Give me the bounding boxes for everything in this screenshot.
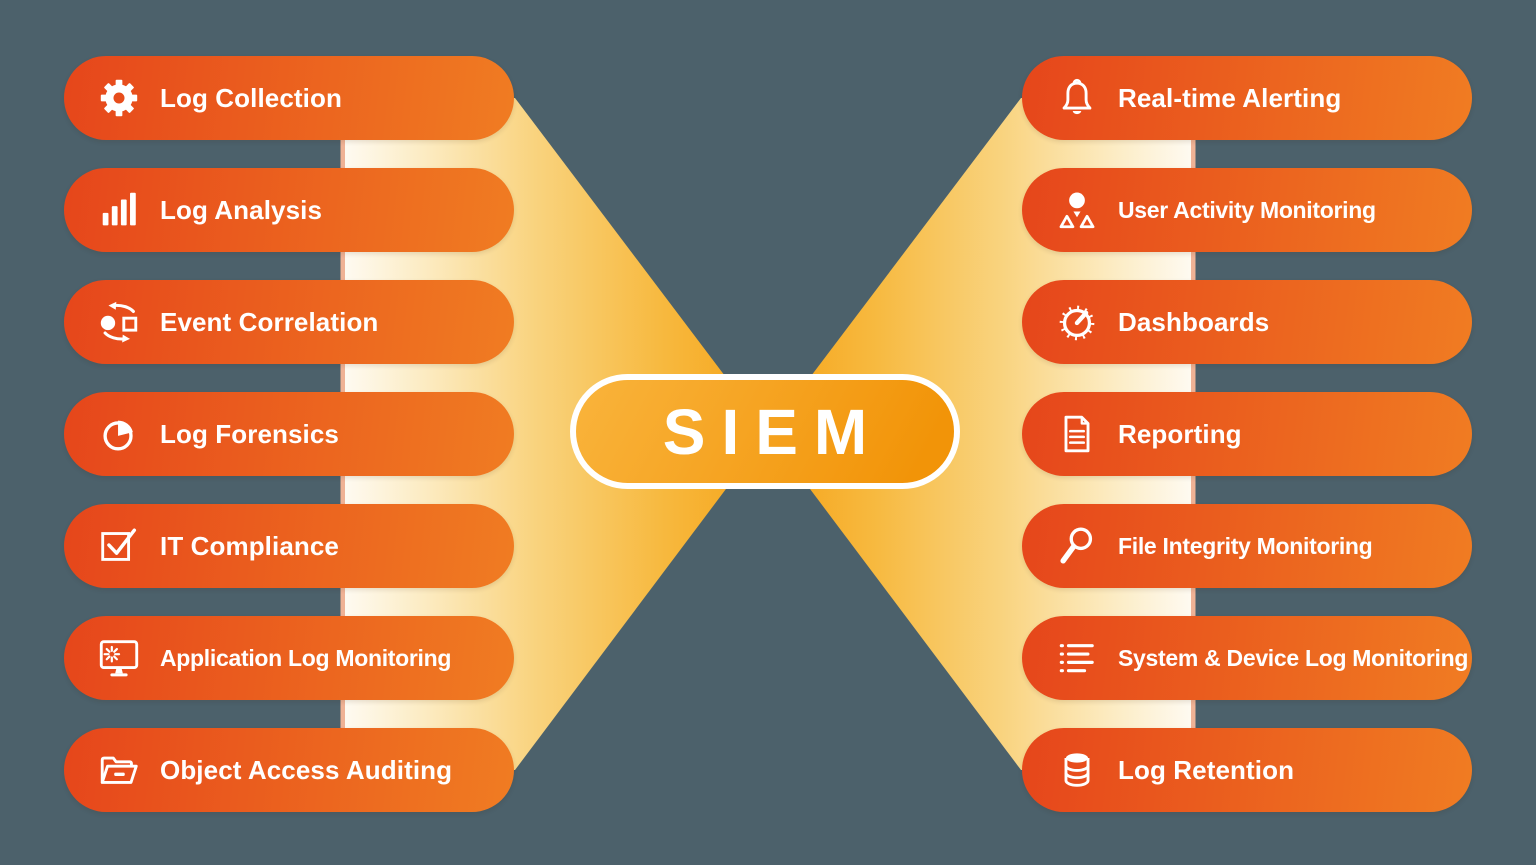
feature-pill-object-access-auditing: Object Access Auditing	[64, 728, 514, 812]
feature-label: Real-time Alerting	[1118, 82, 1342, 113]
folder-icon	[96, 747, 142, 793]
feature-pill-user-activity-monitoring: User Activity Monitoring	[1022, 168, 1472, 252]
feature-pill-real-time-alerting: Real-time Alerting	[1022, 56, 1472, 140]
database-icon	[1054, 747, 1100, 793]
feature-pill-log-analysis: Log Analysis	[64, 168, 514, 252]
center-siem-pill: SIEM	[570, 374, 960, 489]
feature-pill-reporting: Reporting	[1022, 392, 1472, 476]
feature-label: Reporting	[1118, 418, 1242, 449]
feature-pill-file-integrity-monitoring: File Integrity Monitoring	[1022, 504, 1472, 588]
feature-pill-it-compliance: IT Compliance	[64, 504, 514, 588]
magnifier-icon	[1054, 523, 1100, 569]
gear-icon	[96, 75, 142, 121]
feature-pill-system-device-log-monitoring: System & Device Log Monitoring	[1022, 616, 1472, 700]
feature-label: Object Access Auditing	[160, 754, 453, 785]
pie-chart-icon	[96, 411, 142, 457]
feature-pill-log-forensics: Log Forensics	[64, 392, 514, 476]
checkbox-icon	[96, 523, 142, 569]
feature-label: Dashboards	[1118, 306, 1270, 337]
user-icon	[1054, 187, 1100, 233]
feature-pill-log-retention: Log Retention	[1022, 728, 1472, 812]
feature-label: System & Device Log Monitoring	[1118, 644, 1469, 671]
feature-pill-application-log-monitoring: Application Log Monitoring	[64, 616, 514, 700]
feature-label: Log Collection	[160, 82, 342, 113]
bar-chart-icon	[96, 187, 142, 233]
feature-label: IT Compliance	[160, 530, 339, 561]
feature-label: File Integrity Monitoring	[1118, 532, 1373, 559]
document-icon	[1054, 411, 1100, 457]
feature-label: Log Analysis	[160, 194, 323, 225]
bell-icon	[1054, 75, 1100, 121]
fan-right	[768, 98, 1191, 770]
feature-pill-log-collection: Log Collection	[64, 56, 514, 140]
sync-shapes-icon	[96, 299, 142, 345]
feature-label: Event Correlation	[160, 306, 379, 337]
fan-left	[345, 98, 768, 770]
monitor-icon	[96, 635, 142, 681]
feature-label: Log Forensics	[160, 418, 339, 449]
list-icon	[1054, 635, 1100, 681]
feature-label: Log Retention	[1118, 754, 1295, 785]
center-siem-label: SIEM	[662, 395, 884, 468]
feature-pill-dashboards: Dashboards	[1022, 280, 1472, 364]
feature-label: Application Log Monitoring	[160, 644, 452, 671]
feature-pill-event-correlation: Event Correlation	[64, 280, 514, 364]
feature-label: User Activity Monitoring	[1118, 196, 1376, 223]
gauge-icon	[1054, 299, 1100, 345]
